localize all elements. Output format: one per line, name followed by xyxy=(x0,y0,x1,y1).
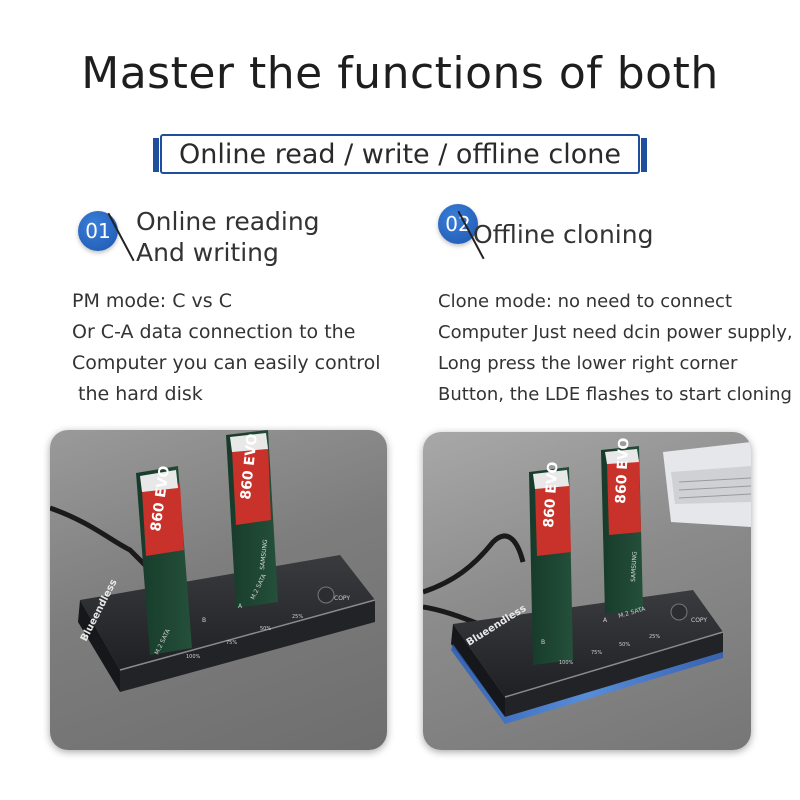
laptop-illustration xyxy=(663,442,751,527)
ssd-maker-label: SAMSUNG xyxy=(630,551,639,582)
feature-description-02-line-3: Long press the lower right corner xyxy=(438,353,738,374)
ssd-right-model-label: 860 EVO xyxy=(613,437,632,504)
feature-description-01-line-4: the hard disk xyxy=(72,383,203,405)
slot-letter-b: B xyxy=(541,639,545,646)
led-level-50: 50% xyxy=(619,642,630,648)
ssd-right-model-label: 860 EVO xyxy=(238,433,261,501)
feature-description-02-line-4: Button, the LDE flashes to start cloning xyxy=(438,384,792,405)
led-level-75: 75% xyxy=(226,640,237,646)
ssd-card-right: 860 EVO SAMSUNG xyxy=(601,437,643,614)
ssd-maker-label: SAMSUNG xyxy=(259,539,269,570)
copy-button-shape xyxy=(317,586,335,604)
docking-station-illustration-online: 860 EVO 860 EVO SAMSUNG Blueendless M.2 … xyxy=(50,430,376,692)
feature-title-02-line-1: Offline cloning xyxy=(473,220,654,249)
slot-letter-a: A xyxy=(238,603,243,610)
feature-description-02: Clone mode: no need to connect Computer … xyxy=(438,286,793,410)
page-title: Master the functions of both xyxy=(81,48,719,99)
feature-description-01-line-1: PM mode: C vs C xyxy=(72,290,232,312)
led-level-50: 50% xyxy=(260,626,271,632)
feature-description-01-line-2: Or C-A data connection to the xyxy=(72,321,356,343)
slot-letter-a: A xyxy=(603,617,608,624)
led-level-75: 75% xyxy=(591,650,602,656)
copy-button-label: COPY xyxy=(691,617,707,624)
product-photo-offline: 860 EVO 860 EVO SAMSUNG Blueendless M.2 … xyxy=(423,432,751,750)
docking-station-illustration-offline: 860 EVO 860 EVO SAMSUNG Blueendless M.2 … xyxy=(423,437,751,724)
slot-letter-b: B xyxy=(202,617,206,624)
ssd-card-left: 860 EVO xyxy=(529,461,573,665)
led-level-100: 100% xyxy=(186,654,201,660)
led-level-25: 25% xyxy=(292,614,303,620)
feature-title-01-line-2: And writing xyxy=(136,238,279,267)
subtitle: Online read / write / offline clone xyxy=(179,138,621,170)
feature-description-02-line-2: Computer Just need dcin power supply, xyxy=(438,322,793,343)
subtitle-frame: Online read / write / offline clone xyxy=(153,134,647,174)
feature-title-01-line-1: Online reading xyxy=(136,207,320,236)
copy-button-shape xyxy=(670,603,688,621)
ssd-card-left: 860 EVO xyxy=(136,465,192,655)
feature-description-01: PM mode: C vs C Or C-A data connection t… xyxy=(72,286,381,410)
feature-title-01: Online reading And writing xyxy=(136,206,320,268)
feature-description-02-line-1: Clone mode: no need to connect xyxy=(438,291,733,312)
copy-button-label: COPY xyxy=(334,595,350,602)
product-photo-online: 860 EVO 860 EVO SAMSUNG Blueendless M.2 … xyxy=(50,430,387,750)
feature-description-01-line-3: Computer you can easily control xyxy=(72,352,381,374)
feature-title-02: Offline cloning xyxy=(473,219,653,250)
ssd-left-model-label: 860 EVO xyxy=(541,461,562,528)
led-level-100: 100% xyxy=(559,660,574,666)
led-level-25: 25% xyxy=(649,634,660,640)
ssd-card-right: 860 EVO SAMSUNG xyxy=(226,430,278,608)
